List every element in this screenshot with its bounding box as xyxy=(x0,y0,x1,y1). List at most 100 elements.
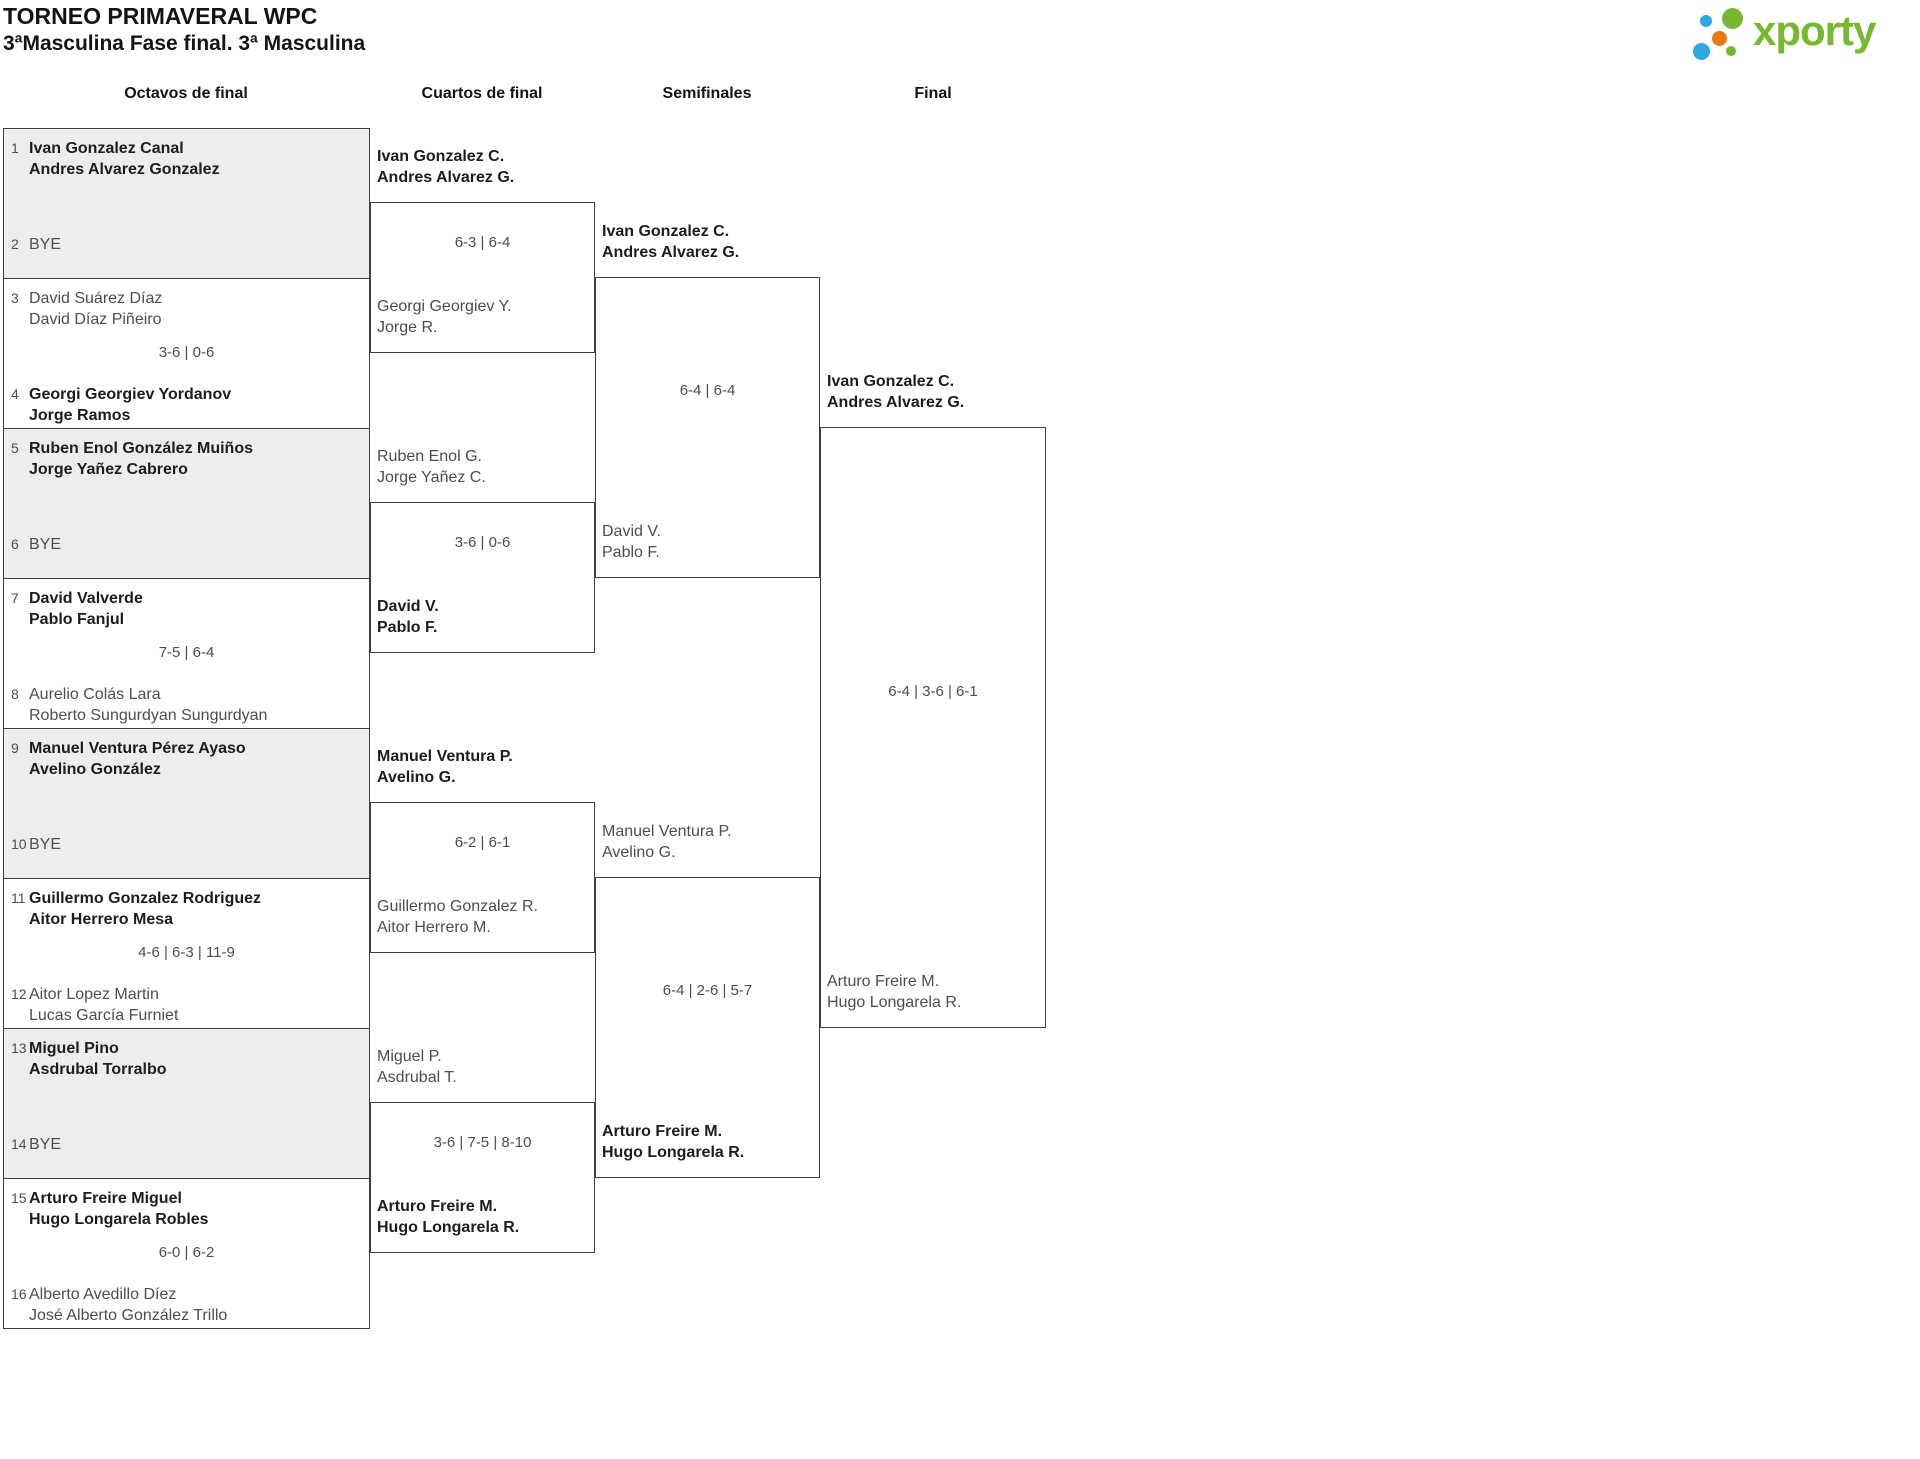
advancing-team-label: Manuel Ventura P.Avelino G. xyxy=(602,823,732,861)
round-header-octavos: Octavos de final xyxy=(124,85,248,102)
seed-number: 7 xyxy=(11,590,19,606)
match-box-cuartos-1 xyxy=(370,202,595,353)
round-header-cuartos: Cuartos de final xyxy=(421,85,543,102)
advancing-team-label: Ruben Enol G.Jorge Yañez C. xyxy=(377,448,486,486)
logo-dot-icon xyxy=(1726,46,1736,56)
match-box-cuartos-2 xyxy=(370,502,595,653)
seed-number: 16 xyxy=(11,1286,27,1302)
advancing-team-label: Miguel P.Asdrubal T. xyxy=(377,1048,457,1086)
team-name: BYE xyxy=(29,1136,62,1153)
match-slot: 2 BYE xyxy=(8,234,365,276)
match-score: 6-0 | 6-2 xyxy=(158,1244,215,1261)
match-score: 6-4 | 6-4 xyxy=(679,382,736,399)
round-header-final: Final xyxy=(914,85,952,102)
seed-number: 10 xyxy=(11,836,27,852)
logo-dot-icon xyxy=(1722,8,1743,29)
seed-number: 9 xyxy=(11,740,19,756)
seed-number: 3 xyxy=(11,290,19,306)
advancing-team-label: David V.Pablo F. xyxy=(602,523,661,561)
advancing-team-label: Ivan Gonzalez C.Andres Alvarez G. xyxy=(602,223,740,261)
advancing-team-label: Arturo Freire M.Hugo Longarela R. xyxy=(602,1123,745,1161)
seed-number: 11 xyxy=(11,890,26,906)
advancing-team-label: Manuel Ventura P.Avelino G. xyxy=(377,748,513,786)
match-slot: 10 BYE xyxy=(8,834,365,876)
match-slot: 14 BYE xyxy=(8,1134,365,1176)
logo-dot-icon xyxy=(1712,31,1727,46)
match-score: 6-3 | 6-4 xyxy=(454,234,511,251)
match-score: 7-5 | 6-4 xyxy=(158,644,215,661)
page-title: TORNEO PRIMAVERAL WPC xyxy=(3,3,318,29)
match-score: 3-6 | 7-5 | 8-10 xyxy=(433,1134,532,1151)
advancing-team-label: Georgi Georgiev Y.Jorge R. xyxy=(377,298,512,336)
match-score: 3-6 | 0-6 xyxy=(454,534,511,551)
advancing-team-label: Arturo Freire M.Hugo Longarela R. xyxy=(377,1198,520,1236)
seed-number: 13 xyxy=(11,1040,27,1056)
advancing-team-label: David V.Pablo F. xyxy=(377,598,439,636)
match-score: 3-6 | 0-6 xyxy=(158,344,215,361)
champion-team-label: Ivan Gonzalez C.Andres Alvarez G. xyxy=(827,373,965,411)
seed-number: 1 xyxy=(11,140,19,156)
team-name: BYE xyxy=(29,536,62,553)
match-score: 6-4 | 2-6 | 5-7 xyxy=(662,982,753,999)
match-box-semifinal-1 xyxy=(595,277,820,578)
match-box-semifinal-2 xyxy=(595,877,820,1178)
logo-dot-icon xyxy=(1693,43,1710,60)
advancing-team-label: Guillermo Gonzalez R.Aitor Herrero M. xyxy=(377,898,538,936)
match-score: 4-6 | 6-3 | 11-9 xyxy=(138,944,235,961)
match-slot: 6 BYE xyxy=(8,534,365,576)
round-header-semifinales: Semifinales xyxy=(662,85,752,102)
match-score: 6-2 | 6-1 xyxy=(454,834,511,851)
seed-number: 14 xyxy=(11,1136,27,1152)
advancing-team-label: Arturo Freire M.Hugo Longarela R. xyxy=(827,973,962,1011)
seed-number: 12 xyxy=(11,986,27,1002)
match-box-cuartos-3 xyxy=(370,802,595,953)
match-box-final xyxy=(820,427,1046,1028)
seed-number: 5 xyxy=(11,440,19,456)
team-name: BYE xyxy=(29,236,62,253)
seed-number: 6 xyxy=(11,536,19,552)
seed-number: 8 xyxy=(11,686,19,702)
seed-number: 15 xyxy=(11,1190,27,1206)
team-name: BYE xyxy=(29,836,62,853)
seed-number: 4 xyxy=(11,386,19,402)
logo-dot-icon xyxy=(1700,15,1712,27)
logo-brand-text: xporty xyxy=(1753,7,1876,54)
page-subtitle: 3ªMasculina Fase final. 3ª Masculina xyxy=(3,32,366,55)
advancing-team-label: Ivan Gonzalez C.Andres Alvarez G. xyxy=(377,148,515,186)
match-box-cuartos-4 xyxy=(370,1102,595,1253)
match-score: 6-4 | 3-6 | 6-1 xyxy=(888,683,978,700)
seed-number: 2 xyxy=(11,236,19,252)
